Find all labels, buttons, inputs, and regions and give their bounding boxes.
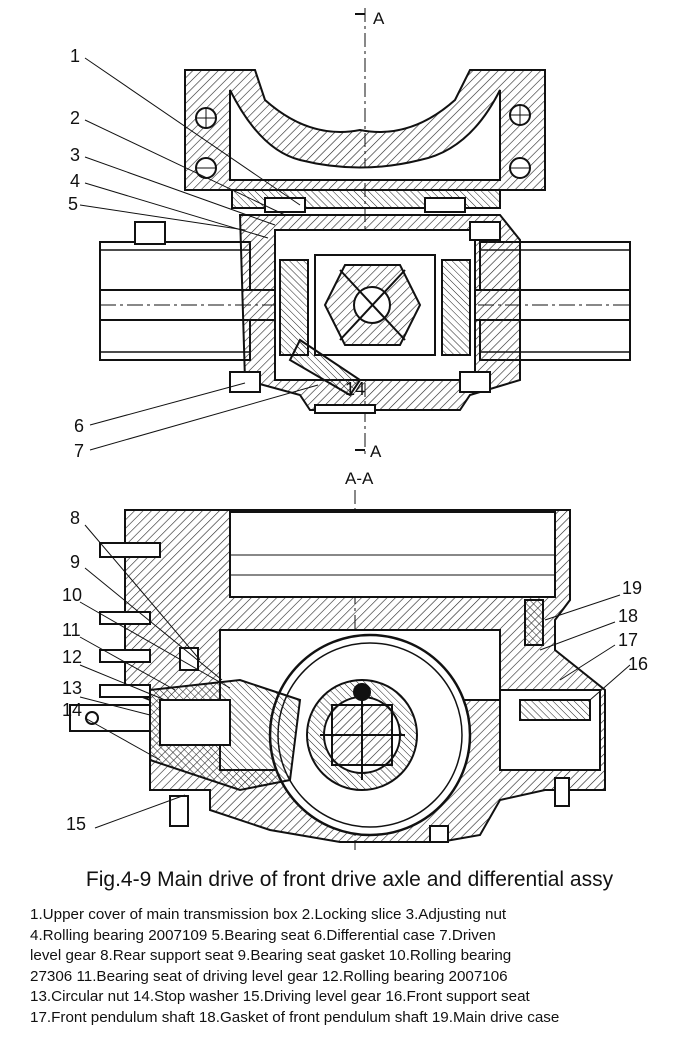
parts-legend: 1.Upper cover of main transmission box 2… xyxy=(30,905,698,1029)
callout-11: 11 xyxy=(62,620,81,640)
figure-caption: Fig.4-9 Main drive of front drive axle a… xyxy=(85,868,614,891)
callout-17: 17 xyxy=(618,630,638,650)
callout-19: 19 xyxy=(622,578,642,598)
callout-9: 9 xyxy=(70,552,80,572)
callout-3: 3 xyxy=(70,145,80,165)
legend-line: 4.Rolling bearing 2007109 5.Bearing seat… xyxy=(30,926,496,944)
callout-1: 1 xyxy=(70,46,80,66)
legend-line: 13.Circular nut 14.Stop washer 15.Drivin… xyxy=(30,988,530,1006)
callout-10: 10 xyxy=(62,585,82,605)
legend-line: 27306 11.Bearing seat of driving level g… xyxy=(30,967,508,985)
section-view-callouts xyxy=(79,524,631,829)
callout-16: 16 xyxy=(628,654,648,674)
callout-8: 8 xyxy=(70,508,80,528)
legend-line: 1.Upper cover of main transmission box 2… xyxy=(30,906,507,923)
drawing-labels: A A A-A 1 2 3 4 5 6 7 14 8 9 10 11 12 13… xyxy=(62,9,648,834)
technical-drawing: A A A-A 1 2 3 4 5 6 7 14 8 9 10 11 12 13… xyxy=(62,8,648,850)
callout-18: 18 xyxy=(618,606,638,626)
callout-14: 14 xyxy=(62,700,82,720)
callout-2: 2 xyxy=(70,108,80,128)
section-mark-top: A xyxy=(373,9,385,28)
callout-12: 12 xyxy=(62,647,82,667)
legend-line: 17.Front pendulum shaft 18.Gasket of fro… xyxy=(30,1008,560,1026)
section-view xyxy=(69,490,606,850)
callout-6: 6 xyxy=(74,416,84,436)
callout-5: 5 xyxy=(68,194,78,214)
section-view-title: A-A xyxy=(345,469,374,488)
plan-view xyxy=(99,8,631,455)
callout-15: 15 xyxy=(66,814,86,834)
callout-4: 4 xyxy=(70,171,80,191)
callout-7: 7 xyxy=(74,441,84,461)
callout-13: 13 xyxy=(62,678,82,698)
plan-view-callouts xyxy=(79,57,319,451)
callout-14-inline: 14 xyxy=(345,379,365,399)
legend-line: level gear 8.Rear support seat 9.Bearing… xyxy=(30,947,512,965)
section-mark-bottom: A xyxy=(370,442,382,461)
